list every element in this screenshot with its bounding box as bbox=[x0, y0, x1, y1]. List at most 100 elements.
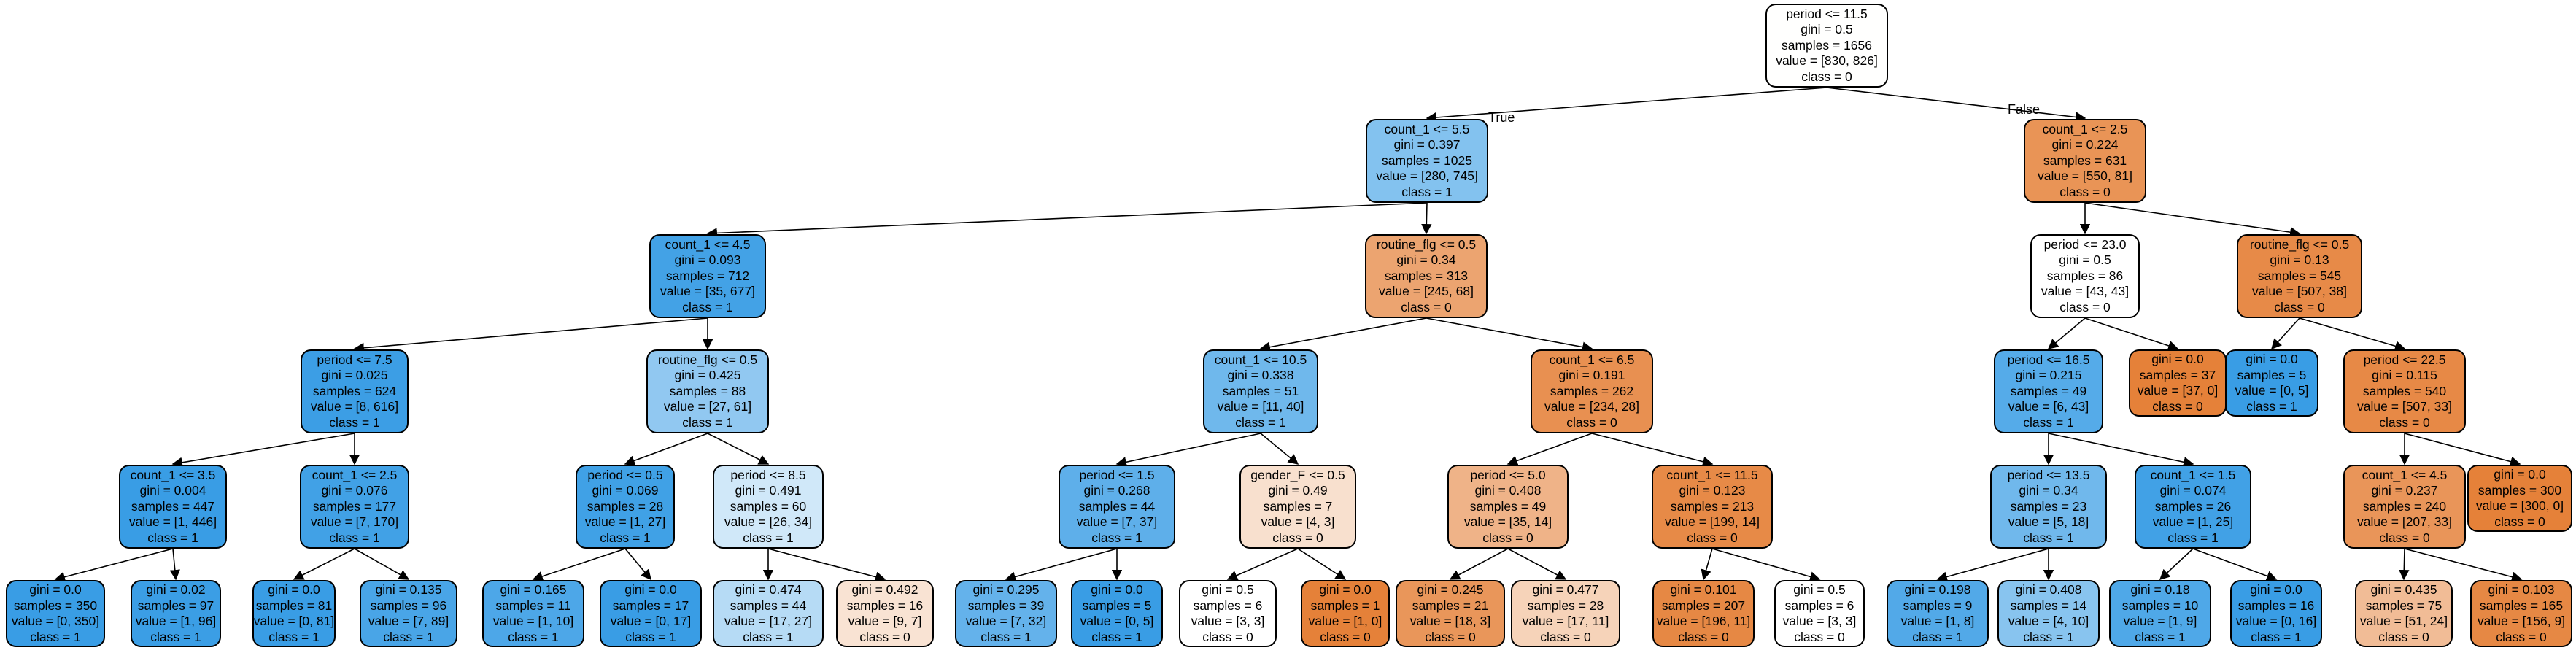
node-text-line: value = [1, 96] bbox=[135, 614, 217, 628]
tree-edge bbox=[1507, 548, 1567, 580]
node-text-line: gini = 0.5 bbox=[1793, 582, 1846, 597]
node-text-line: count_1 <= 3.5 bbox=[130, 467, 216, 482]
node-text-line: value = [4, 10] bbox=[2008, 614, 2089, 628]
node-text-line: value = [27, 61] bbox=[663, 399, 752, 414]
tree-edge bbox=[353, 317, 708, 354]
node-text-line: gini = 0.069 bbox=[592, 483, 659, 498]
node-text-line: samples = 5 bbox=[1082, 598, 1152, 613]
node-text-line: samples = 44 bbox=[730, 598, 807, 613]
node-text-line: class = 0 bbox=[1566, 414, 1617, 430]
node-text-line: samples = 631 bbox=[2043, 152, 2127, 168]
node-text-line: value = [3, 3] bbox=[1782, 614, 1857, 628]
node-text-line: class = 1 bbox=[625, 629, 676, 644]
node-text-line: value = [196, 11] bbox=[1656, 614, 1751, 628]
tree-edge bbox=[767, 548, 886, 582]
node-text-line: samples = 23 bbox=[2010, 498, 2087, 514]
node-text-line: samples = 6 bbox=[1193, 598, 1263, 613]
tree-edge bbox=[2299, 317, 2406, 352]
tree-edge bbox=[1936, 548, 2049, 582]
node-text-line: period <= 16.5 bbox=[2007, 352, 2090, 367]
node-text-line: samples = 165 bbox=[2479, 598, 2564, 613]
node-text-line: class = 1 bbox=[2167, 530, 2219, 545]
node-text-line: gini = 0.492 bbox=[851, 582, 918, 597]
node-text-line: samples = 350 bbox=[13, 598, 98, 613]
node-text-line: value = [199, 14] bbox=[1665, 514, 1760, 530]
node-text-line: class = 1 bbox=[1091, 530, 1142, 545]
node-text-line: gini = 0.0 bbox=[29, 582, 82, 597]
node-text-line: value = [550, 81] bbox=[2038, 169, 2132, 184]
tree-edge bbox=[532, 548, 626, 581]
tree-edge bbox=[1297, 548, 1347, 580]
node-text-line: class = 1 bbox=[682, 299, 733, 314]
node-text-line: value = [51, 24] bbox=[2359, 614, 2448, 628]
tree-edge bbox=[2084, 202, 2301, 238]
node-text-line: samples = 240 bbox=[2362, 498, 2447, 514]
node-text-line: value = [0, 81] bbox=[253, 614, 335, 628]
node-text-line: class = 1 bbox=[147, 530, 198, 545]
node-text-line: class = 1 bbox=[2251, 629, 2302, 644]
node-text-line: gini = 0.474 bbox=[735, 582, 802, 597]
node-text-line: class = 0 bbox=[1482, 530, 1533, 545]
node-text-line: value = [0, 5] bbox=[2235, 383, 2309, 398]
node-text-line: value = [35, 14] bbox=[1463, 514, 1552, 530]
node-text-line: samples = 5 bbox=[2237, 367, 2307, 382]
node-text-line: class = 0 bbox=[2059, 184, 2111, 199]
node-text-line: samples = 1025 bbox=[1381, 152, 1473, 168]
node-text-line: count_1 <= 1.5 bbox=[2150, 467, 2236, 482]
node-text-line: value = [0, 5] bbox=[1080, 614, 1154, 628]
node-text-line: gini = 0.245 bbox=[1417, 582, 1484, 597]
node-text-line: value = [0, 17] bbox=[610, 614, 692, 628]
node-text-line: gini = 0.004 bbox=[139, 483, 206, 498]
node-text-line: gini = 0.34 bbox=[2019, 483, 2078, 498]
tree-edge bbox=[1005, 548, 1118, 582]
node-text-line: samples = 39 bbox=[967, 598, 1045, 613]
node-text-line: samples = 88 bbox=[669, 383, 746, 398]
node-text-line: samples = 16 bbox=[846, 598, 924, 613]
node-text-line: samples = 51 bbox=[1222, 383, 1299, 398]
node-text-line: period <= 8.5 bbox=[730, 467, 806, 482]
node-text-line: gini = 0.115 bbox=[2372, 368, 2437, 383]
node-text-line: gini = 0.191 bbox=[1558, 368, 1625, 383]
node-text-line: value = [7, 37] bbox=[1076, 514, 1158, 530]
node-text-line: samples = 177 bbox=[312, 498, 397, 514]
node-text-line: samples = 28 bbox=[1527, 598, 1604, 613]
node-text-line: samples = 86 bbox=[2046, 268, 2124, 283]
node-text-line: value = [1, 0] bbox=[1308, 614, 1382, 628]
tree-edge bbox=[1426, 87, 1827, 123]
node-text-line: value = [37, 0] bbox=[2137, 383, 2219, 398]
tree-edge bbox=[1421, 202, 1432, 235]
node-text-line: value = [300, 0] bbox=[2475, 498, 2564, 513]
node-text-line: gini = 0.338 bbox=[1227, 368, 1294, 383]
node-text-line: gini = 0.123 bbox=[1679, 483, 1746, 498]
node-text-line: gini = 0.0 bbox=[2246, 352, 2298, 366]
tree-edge bbox=[354, 548, 410, 580]
node-text-line: class = 1 bbox=[30, 629, 81, 644]
node-text-line: gini = 0.0 bbox=[2250, 582, 2302, 597]
node-text-line: class = 0 bbox=[2274, 299, 2325, 314]
node-text-line: gender_F <= 0.5 bbox=[1250, 467, 1345, 482]
tree-edge bbox=[1259, 317, 1427, 352]
tree-edge bbox=[2399, 548, 2410, 581]
node-text-line: value = [17, 27] bbox=[724, 614, 813, 628]
node-text-line: value = [7, 89] bbox=[368, 614, 449, 628]
node-text-line: samples = 37 bbox=[2139, 367, 2216, 382]
tree-edge bbox=[1426, 317, 1593, 352]
node-text-line: count_1 <= 5.5 bbox=[1384, 121, 1470, 136]
node-text-line: count_1 <= 6.5 bbox=[1549, 352, 1635, 367]
tree-edge bbox=[2048, 433, 2194, 468]
node-text-line: class = 0 bbox=[1794, 629, 1845, 644]
